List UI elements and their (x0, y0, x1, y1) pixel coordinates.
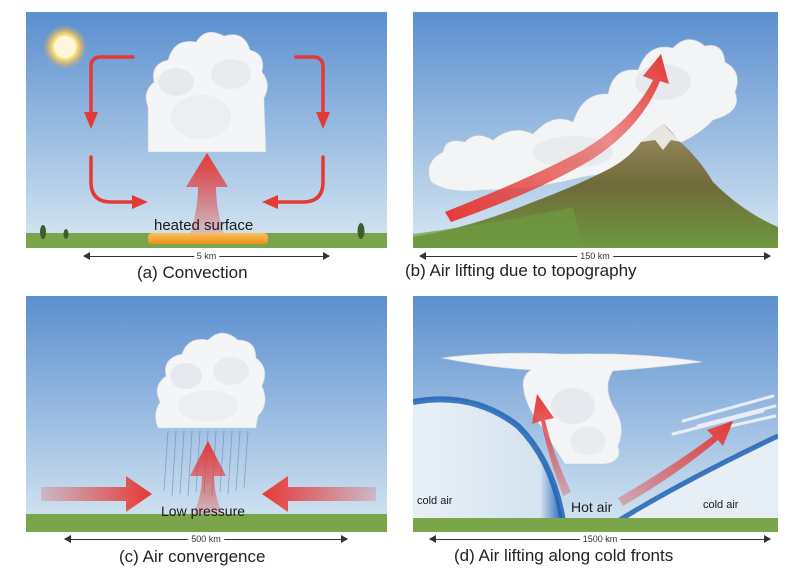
heated-surface (148, 233, 268, 244)
ground (26, 514, 387, 532)
scale-bar-d: 1500 km (429, 532, 771, 546)
trees (40, 223, 365, 239)
scale-label: 1500 km (579, 532, 621, 546)
cumulus-cloud (155, 332, 266, 429)
frontal-lifting-arrow (618, 421, 733, 506)
panel-convection: heated surface (26, 12, 387, 248)
cold-air-left-label: cold air (417, 495, 453, 507)
scale-bar-a: 5 km (83, 249, 330, 263)
caption-b: (b) Air lifting due to topography (405, 261, 637, 280)
low-pressure-label: Low pressure (161, 503, 246, 519)
scale-label: 500 km (188, 532, 224, 546)
hot-air-label: Hot air (571, 499, 613, 515)
scale-label: 5 km (193, 249, 220, 263)
circulation-arrows (89, 55, 325, 204)
right-inflow-arrow (262, 476, 376, 512)
mountain (413, 124, 778, 248)
cold-air-right-label: cold air (703, 499, 739, 511)
ground (413, 518, 778, 532)
caption-d: (d) Air lifting along cold fronts (454, 546, 674, 565)
panel-topography (413, 12, 778, 248)
scale-bar-b: 150 km (419, 249, 771, 263)
hot-air-updraft-arrow (532, 394, 571, 496)
updraft-arrow (186, 153, 228, 240)
cold-air-mass-left (413, 399, 563, 521)
scale-label: 150 km (577, 249, 613, 263)
heated-surface-label: heated surface (154, 217, 254, 234)
caption-c: (c) Air convergence (119, 547, 266, 566)
updraft-arrow (190, 441, 226, 518)
uplift-arrow (445, 54, 669, 222)
left-inflow-arrow (41, 476, 152, 512)
cumulus-cloud (145, 31, 268, 153)
panel-convergence: Low pressure (26, 296, 387, 532)
panel-cold-front: cold air Hot air cold air (413, 296, 778, 532)
cumulonimbus-cloud (440, 352, 704, 465)
caption-a: (a) Convection (137, 263, 248, 282)
scale-bar-c: 500 km (64, 532, 348, 546)
